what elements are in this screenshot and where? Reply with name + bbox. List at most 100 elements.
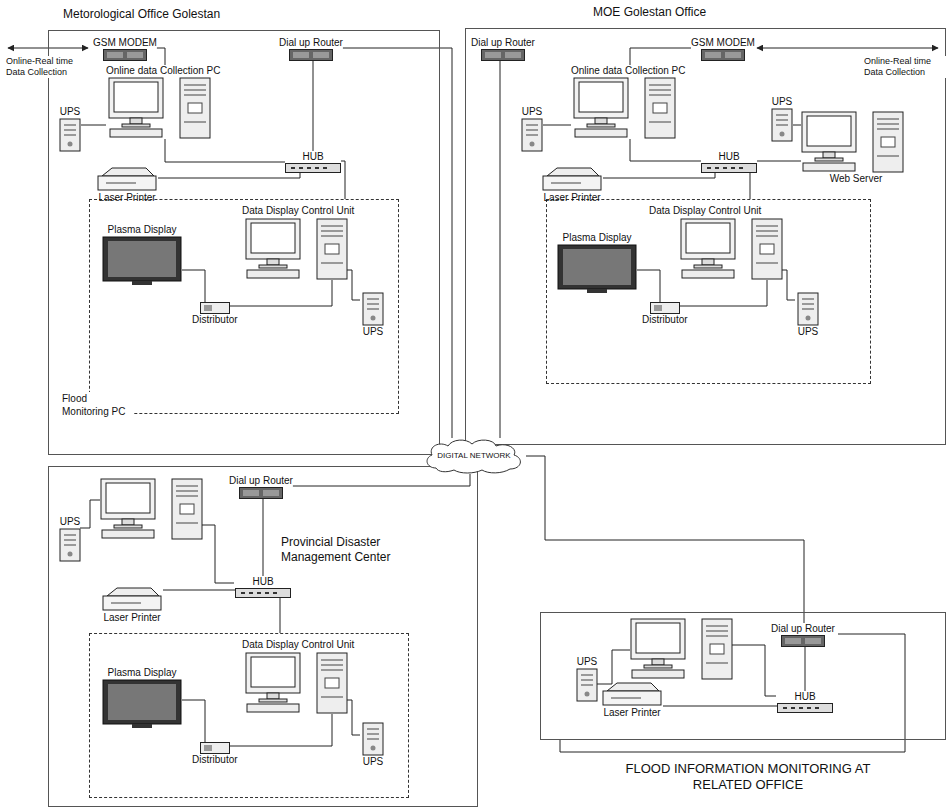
office-title: Metorological Office Golestan — [61, 7, 222, 22]
device-label: GSM MODEM — [93, 37, 157, 49]
office-title: Provincial Disaster Management Center — [279, 535, 413, 565]
laser-printer: Laser Printer — [96, 166, 158, 204]
ups-unit: UPS — [576, 656, 598, 702]
ups-unit: UPS — [362, 722, 384, 768]
device-label: Plasma Display — [108, 224, 177, 236]
dist-icon — [200, 302, 230, 314]
device-label: Plasma Display — [563, 232, 632, 244]
network-cable — [182, 270, 205, 302]
ups-unit: UPS — [771, 96, 793, 142]
ups-icon — [362, 292, 384, 326]
device-label: Distributor — [192, 314, 238, 326]
distributor: Distributor — [192, 302, 238, 326]
pc-icon — [108, 77, 218, 139]
network-device: GSM MODEM — [93, 37, 157, 61]
ups-icon — [59, 528, 81, 562]
network-cable — [663, 706, 777, 707]
device-label: Online data Collection PC — [571, 65, 686, 77]
network-hub: HUB — [777, 691, 833, 713]
device-label: Laser Printer — [603, 707, 660, 719]
network-cable — [500, 61, 501, 438]
ups-unit: UPS — [797, 292, 819, 338]
device-label: HUB — [302, 151, 323, 163]
link-label: Online-Real time Data Collection — [862, 56, 946, 78]
cable-wire — [80, 270, 905, 752]
device-label: Distributor — [642, 314, 688, 326]
office-title: FLOOD INFORMATION MONITORING AT RELATED … — [611, 761, 885, 793]
plasma-icon — [102, 236, 182, 286]
device-label: Plasma Display — [108, 667, 177, 679]
device-label: HUB — [718, 151, 739, 163]
plasma-display: Plasma Display — [102, 667, 182, 729]
network-cable — [805, 647, 806, 691]
dist-icon — [200, 742, 230, 754]
office-region: FLOOD INFORMATION MONITORING AT RELATED … — [540, 612, 946, 740]
network-cable — [280, 598, 281, 633]
network-device: Dial up Router — [771, 623, 835, 647]
office-title: MOE Golestan Office — [591, 5, 708, 20]
hub-icon — [777, 703, 833, 713]
plasma-display: Plasma Display — [102, 224, 182, 286]
network-cable — [165, 139, 285, 162]
network-cable — [81, 125, 106, 126]
plasma-icon — [557, 244, 637, 294]
computer: Online data Collection PC — [571, 65, 686, 139]
printer-icon — [96, 166, 158, 192]
distributor: Distributor — [192, 742, 238, 766]
network-cable — [263, 499, 264, 576]
printer-icon — [601, 681, 663, 707]
unit-title: Data Display Control Unit — [647, 204, 763, 217]
device-label: HUB — [794, 691, 815, 703]
bar-icon — [701, 49, 745, 61]
network-cable — [293, 474, 470, 486]
network-hub: HUB — [235, 576, 291, 598]
ups-icon — [576, 668, 598, 702]
ups-unit: UPS — [59, 106, 81, 152]
network-hub: HUB — [701, 151, 757, 173]
device-label: UPS — [363, 756, 384, 768]
device-label: UPS — [60, 516, 81, 528]
ups-icon — [521, 118, 543, 152]
device-label: UPS — [60, 106, 81, 118]
network-device: Dial up Router — [229, 475, 293, 499]
pc-icon — [573, 77, 683, 139]
device-label: Distributor — [192, 754, 238, 766]
network-device: Dial up Router — [471, 37, 535, 61]
ups-unit: UPS — [521, 106, 543, 152]
network-cable — [163, 590, 235, 591]
computer: Online data Collection PC — [106, 65, 221, 139]
device-label: HUB — [252, 576, 273, 588]
hub-icon — [285, 163, 341, 173]
office-region: MOE Golestan OfficeDial up RouterGSM MOD… — [465, 28, 946, 445]
device-label: Dial up Router — [471, 37, 535, 49]
dist-icon — [650, 302, 680, 314]
bar-icon — [289, 49, 333, 61]
device-label: Laser Printer — [103, 612, 160, 624]
network-cable — [157, 48, 165, 65]
hub-icon — [235, 588, 291, 598]
display-unit-group: Data Display Control UnitPlasma DisplayD… — [546, 199, 871, 384]
bar-icon — [481, 49, 525, 61]
bar-icon — [239, 487, 283, 499]
network-device: Dial up Router — [279, 37, 343, 61]
network-cable — [341, 161, 345, 199]
network-cable — [630, 139, 701, 161]
network-cable — [343, 48, 452, 438]
device-label: Laser Printer — [98, 192, 155, 204]
unit-title: Data Display Control Unit — [240, 638, 356, 651]
bar-icon — [103, 49, 147, 61]
laser-printer: Laser Printer — [541, 166, 603, 204]
plasma-display: Plasma Display — [557, 232, 637, 294]
network-hub: HUB — [285, 151, 341, 173]
ups-icon — [59, 118, 81, 152]
ups-unit: UPS — [59, 516, 81, 562]
device-label: Dial up Router — [279, 37, 343, 49]
bar-icon — [781, 635, 825, 647]
laser-printer: Laser Printer — [601, 681, 663, 719]
pc-icon — [801, 111, 911, 173]
network-cable — [750, 173, 751, 199]
device-label: Laser Printer — [543, 192, 600, 204]
network-cable — [630, 48, 691, 65]
network-cable — [757, 161, 801, 162]
